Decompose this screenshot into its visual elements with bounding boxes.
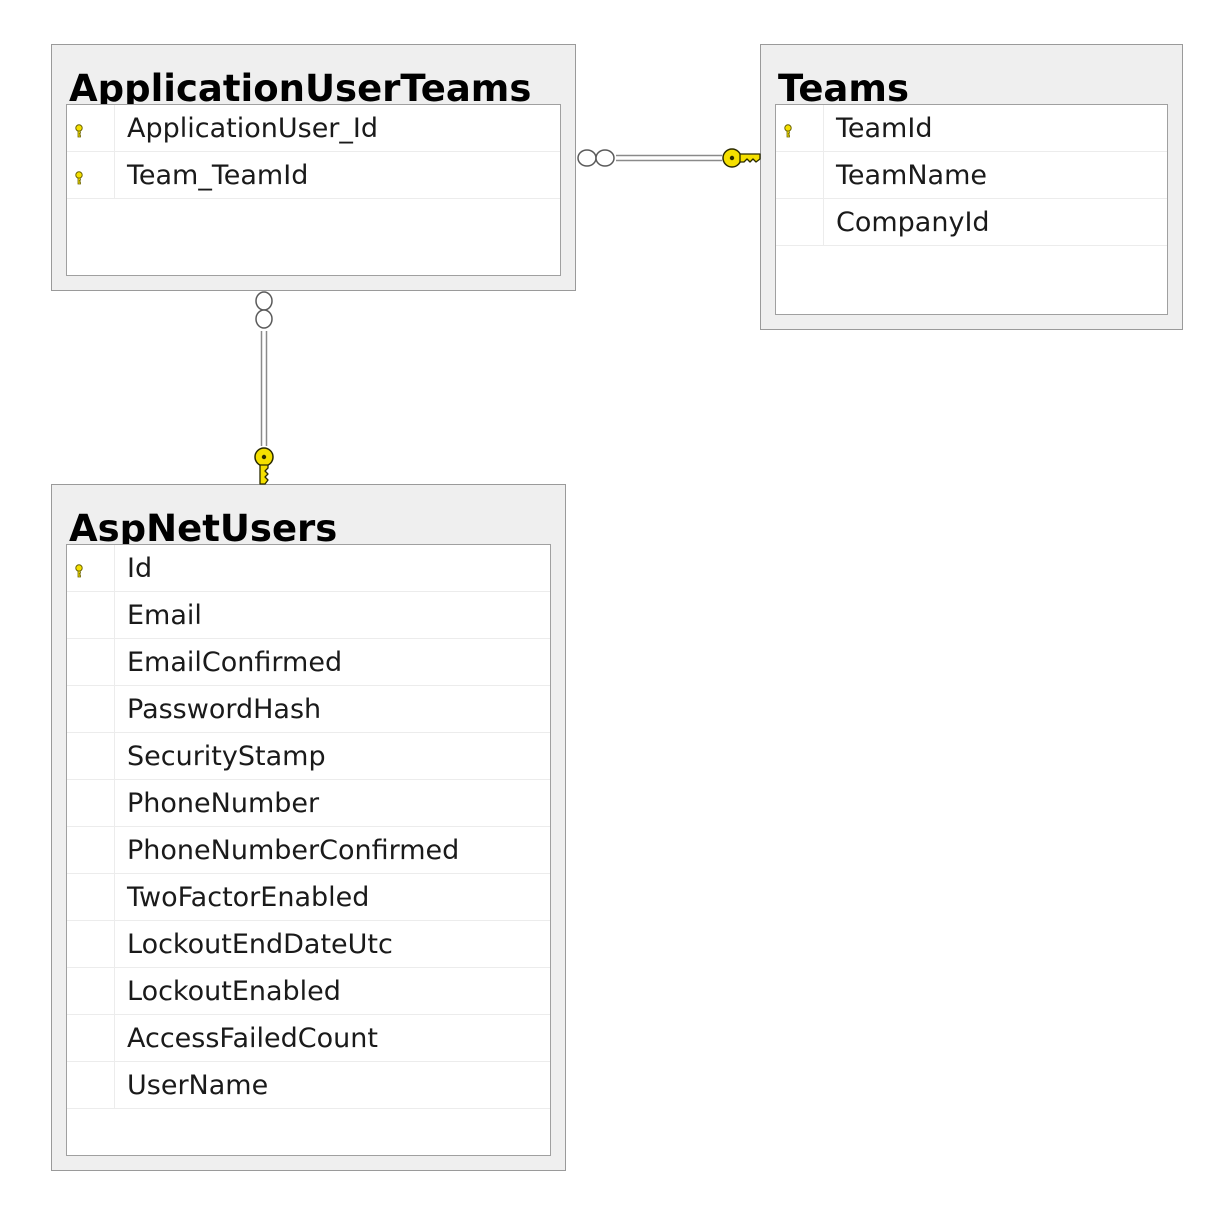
table-asp-net-users[interactable]: AspNetUsers Id Email EmailConfirmed Pass… bbox=[51, 484, 566, 1171]
column-name: SecurityStamp bbox=[127, 741, 326, 772]
column-name: TeamName bbox=[836, 160, 988, 191]
column-name: ApplicationUser_Id bbox=[127, 113, 379, 144]
column-row[interactable]: UserName bbox=[67, 1062, 550, 1109]
column-row[interactable]: TeamId bbox=[776, 105, 1167, 152]
column-row[interactable]: EmailConfirmed bbox=[67, 639, 550, 686]
row-selector[interactable] bbox=[67, 545, 115, 591]
relationship-user-teams-to-asp-net-users[interactable] bbox=[254, 291, 274, 485]
column-name: Email bbox=[127, 600, 202, 631]
column-row[interactable]: Email bbox=[67, 592, 550, 639]
column-name: UserName bbox=[127, 1070, 269, 1101]
primary-key-icon bbox=[74, 563, 86, 578]
primary-key-icon bbox=[74, 170, 86, 185]
column-name: LockoutEndDateUtc bbox=[127, 929, 393, 960]
column-row[interactable]: ApplicationUser_Id bbox=[67, 105, 560, 152]
table-title: Teams bbox=[778, 67, 909, 105]
column-row[interactable]: LockoutEndDateUtc bbox=[67, 921, 550, 968]
row-selector[interactable] bbox=[67, 152, 115, 198]
column-row[interactable]: PasswordHash bbox=[67, 686, 550, 733]
row-selector[interactable] bbox=[67, 105, 115, 151]
connector-line bbox=[616, 154, 722, 162]
connector-line bbox=[260, 331, 268, 446]
row-selector[interactable] bbox=[67, 639, 115, 685]
row-selector[interactable] bbox=[67, 874, 115, 920]
column-grid: ApplicationUser_Id Team_TeamId bbox=[66, 104, 561, 276]
column-name: LockoutEnabled bbox=[127, 976, 341, 1007]
column-row[interactable]: Team_TeamId bbox=[67, 152, 560, 199]
column-name: PhoneNumberConfirmed bbox=[127, 835, 460, 866]
column-name: TwoFactorEnabled bbox=[127, 882, 370, 913]
row-selector[interactable] bbox=[776, 199, 824, 245]
column-name: PasswordHash bbox=[127, 694, 322, 725]
row-selector[interactable] bbox=[67, 592, 115, 638]
column-row[interactable]: Id bbox=[67, 545, 550, 592]
row-selector[interactable] bbox=[67, 921, 115, 967]
relationship-user-teams-to-teams[interactable] bbox=[577, 148, 761, 168]
table-application-user-teams[interactable]: ApplicationUserTeams ApplicationUser_Id … bbox=[51, 44, 576, 291]
row-selector[interactable] bbox=[67, 1015, 115, 1061]
table-teams[interactable]: Teams TeamId TeamName CompanyId bbox=[760, 44, 1183, 330]
column-row[interactable]: PhoneNumber bbox=[67, 780, 550, 827]
primary-key-icon bbox=[74, 123, 86, 138]
column-name: PhoneNumber bbox=[127, 788, 320, 819]
many-end-infinity-icon bbox=[255, 291, 273, 329]
column-row[interactable]: CompanyId bbox=[776, 199, 1167, 246]
column-grid: Id Email EmailConfirmed PasswordHash Sec… bbox=[66, 544, 551, 1156]
table-title: AspNetUsers bbox=[69, 507, 338, 545]
primary-key-icon bbox=[783, 123, 795, 138]
column-name: CompanyId bbox=[836, 207, 990, 238]
column-grid: TeamId TeamName CompanyId bbox=[775, 104, 1168, 315]
many-end-infinity-icon bbox=[577, 149, 615, 167]
column-name: EmailConfirmed bbox=[127, 647, 343, 678]
row-selector[interactable] bbox=[776, 105, 824, 151]
column-row[interactable]: PhoneNumberConfirmed bbox=[67, 827, 550, 874]
column-name: TeamId bbox=[836, 113, 933, 144]
one-end-key-icon bbox=[722, 148, 761, 168]
column-row[interactable]: SecurityStamp bbox=[67, 733, 550, 780]
row-selector[interactable] bbox=[67, 686, 115, 732]
column-row[interactable]: TeamName bbox=[776, 152, 1167, 199]
column-row[interactable]: AccessFailedCount bbox=[67, 1015, 550, 1062]
row-selector[interactable] bbox=[67, 733, 115, 779]
row-selector[interactable] bbox=[67, 1062, 115, 1108]
row-selector[interactable] bbox=[67, 780, 115, 826]
column-row[interactable]: LockoutEnabled bbox=[67, 968, 550, 1015]
column-row[interactable]: TwoFactorEnabled bbox=[67, 874, 550, 921]
column-name: Id bbox=[127, 553, 153, 584]
column-name: AccessFailedCount bbox=[127, 1023, 378, 1054]
row-selector[interactable] bbox=[67, 968, 115, 1014]
one-end-key-icon bbox=[254, 447, 274, 485]
table-title: ApplicationUserTeams bbox=[69, 67, 532, 105]
row-selector[interactable] bbox=[776, 152, 824, 198]
column-name: Team_TeamId bbox=[127, 160, 309, 191]
row-selector[interactable] bbox=[67, 827, 115, 873]
